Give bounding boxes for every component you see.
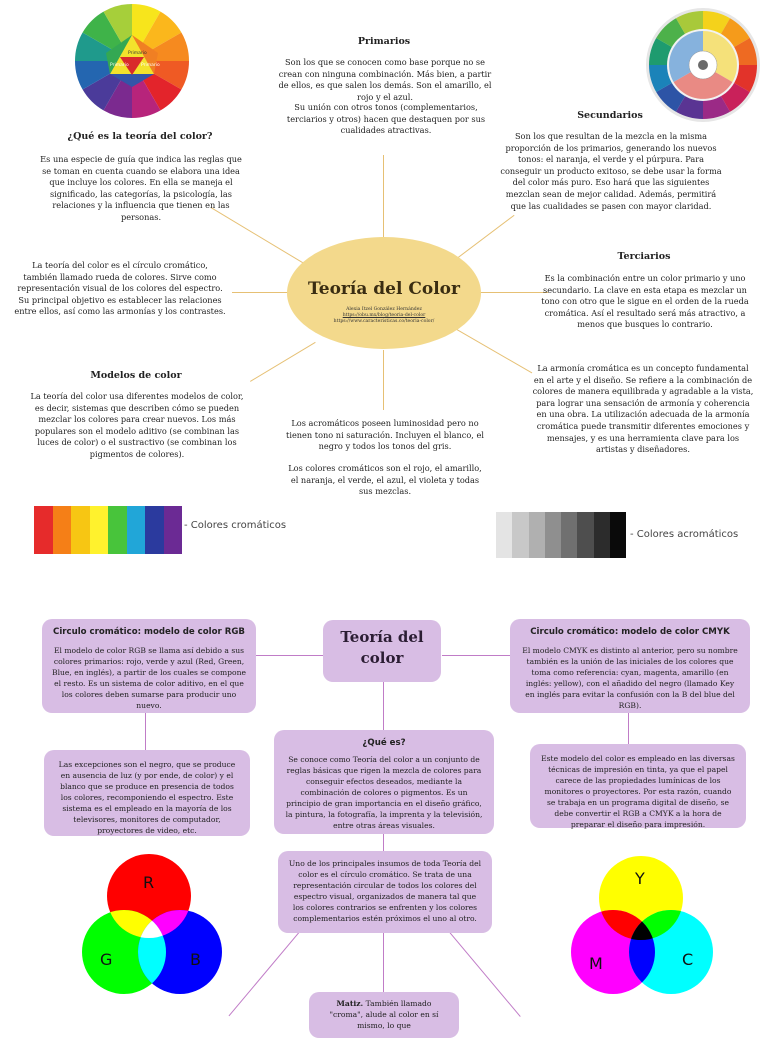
color-star-image <box>646 8 760 122</box>
chart2-que-es-text: Se conoce como Teoría del color a un con… <box>285 755 483 830</box>
cmyk-usage-text: Este modelo del color es empleado en las… <box>541 754 735 829</box>
achromatic-swatch-6 <box>577 512 594 558</box>
rgb-letter-g: G <box>100 950 112 969</box>
rgb-exceptions-text: Las excepciones son el negro, que se pro… <box>58 760 236 835</box>
terciarios-heading: Terciarios <box>617 251 671 262</box>
chromatic-swatch-6 <box>126 506 145 554</box>
chart2-que-es-heading: ¿Qué es? <box>362 738 406 748</box>
map-subtitle-1: Alexia Itzel González Hernández <box>346 307 422 312</box>
armonia-text: La armonía cromática es un concepto fund… <box>532 363 754 455</box>
achromatic-swatch-3 <box>528 512 545 558</box>
secundarios-heading: Secundarios <box>577 110 643 121</box>
cmyk-venn-diagram: Y M C <box>571 856 713 994</box>
rgb-exceptions-box: Las excepciones son el negro, que se pro… <box>44 750 250 836</box>
primarios-heading: Primarios <box>357 36 411 47</box>
achromatic-swatch-8 <box>609 512 626 558</box>
cmyk-letter-y: Y <box>634 869 645 888</box>
svg-text:Primario: Primario <box>110 62 129 68</box>
svg-text:Primario: Primario <box>141 62 160 68</box>
matiz-box: Matiz. También llamado "croma", alude al… <box>309 992 459 1038</box>
chromatic-swatch-7 <box>145 506 164 554</box>
modelos-heading: Modelos de color <box>90 370 182 381</box>
center-oval: Teoría del Color Alexia Itzel González H… <box>287 237 481 349</box>
map-subtitle-3[interactable]: https://www.caracteristicas.co/teoria-co… <box>333 319 435 324</box>
achromatic-swatch-2 <box>512 512 529 558</box>
terciarios-text: Es la combinación entre un color primari… <box>541 273 749 330</box>
chromatic-swatch-8 <box>163 506 182 554</box>
cmyk-heading: Circulo cromático: modelo de color CMYK <box>530 627 730 637</box>
cmyk-usage-box: Este modelo del color es empleado en las… <box>530 744 746 829</box>
que-es-text: Es una especie de guía que indica las re… <box>40 154 242 222</box>
rgb-box: Circulo cromático: modelo de color RGB E… <box>42 619 256 713</box>
chromatic-swatch-2 <box>52 506 71 554</box>
que-es-box: ¿Qué es? Se conoce como Teoría del color… <box>274 730 494 834</box>
rgb-letter-r: R <box>143 873 154 892</box>
chromatic-swatch-5 <box>108 506 127 554</box>
rgb-heading: Circulo cromático: modelo de color RGB <box>53 627 245 637</box>
map-subtitle-2[interactable]: https://obu.mx/blog/teoria-del-color <box>342 313 426 318</box>
rgb-venn-diagram: R G B <box>82 854 222 994</box>
chart2-title-box: Teoría del color <box>323 620 441 682</box>
chromatic-swatch-4 <box>89 506 108 554</box>
chromatic-swatch-1 <box>34 506 53 554</box>
rgb-letter-b: B <box>190 950 201 969</box>
svg-text:Primario: Primario <box>128 50 147 56</box>
color-wheel-image: Primario Primario Primario <box>74 3 190 119</box>
chromatic-label: - Colores cromáticos <box>184 520 287 531</box>
matiz-bold: Matiz. <box>336 999 364 1008</box>
cmyk-letter-m: M <box>589 954 603 973</box>
que-es-heading: ¿Qué es la teoría del color? <box>67 131 213 142</box>
achromatic-swatch-5 <box>561 512 578 558</box>
chromatic-swatch-3 <box>71 506 90 554</box>
insumos-box: Uno de los principales insumos de toda T… <box>278 851 492 933</box>
cmyk-letter-c: C <box>682 950 693 969</box>
cmyk-box: Circulo cromático: modelo de color CMYK … <box>510 619 750 713</box>
primarios-text-1: Son los que se conocen como base porque … <box>278 57 492 102</box>
acromaticos-text-1: Los acromáticos poseen luminosidad pero … <box>286 418 484 452</box>
cromaticos-text: Los colores cromáticos son el rojo, el a… <box>288 463 482 497</box>
achromatic-swatch-strip <box>496 512 626 558</box>
achromatic-swatch-7 <box>593 512 610 558</box>
achromatic-label: - Colores acromáticos <box>630 529 739 540</box>
achromatic-swatch-1 <box>496 512 513 558</box>
map-title: Teoría del Color <box>308 279 460 299</box>
rueda-text: La teoría del color es el círculo cromát… <box>14 260 226 317</box>
modelos-text: La teoría del color usa diferentes model… <box>30 391 244 459</box>
chart2-title: Teoría del color <box>340 628 424 667</box>
rgb-text: El modelo de color RGB se llama así debi… <box>52 646 246 710</box>
secundarios-text: Son los que resultan de la mezcla en la … <box>500 131 722 211</box>
insumos-text: Uno de los principales insumos de toda T… <box>288 859 482 923</box>
cmyk-text: El modelo CMYK es distinto al anterior, … <box>522 646 738 710</box>
achromatic-swatch-4 <box>544 512 561 558</box>
chromatic-swatch-strip <box>34 506 182 554</box>
primarios-text-2: Su unión con otros tonos (complementario… <box>286 102 486 136</box>
